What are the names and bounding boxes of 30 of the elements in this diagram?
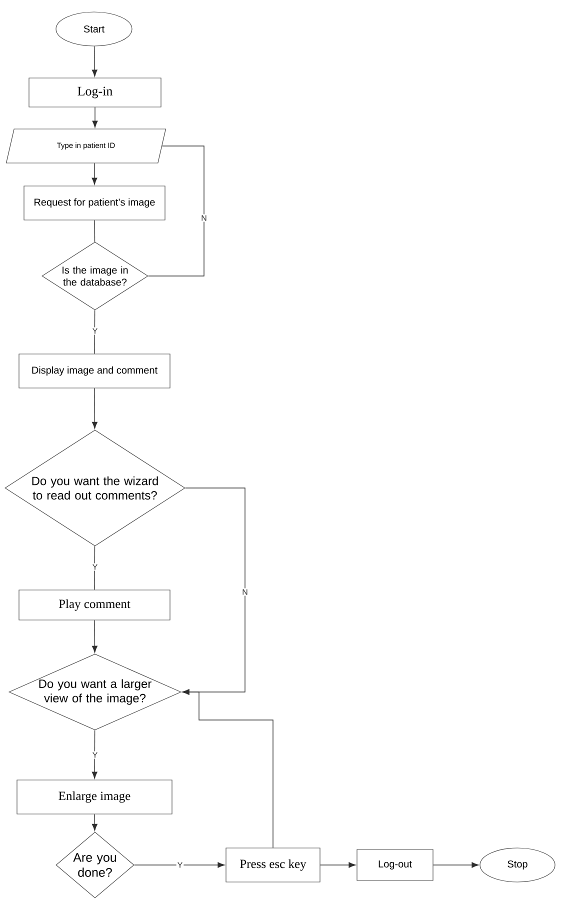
connector-line: [94, 220, 96, 242]
process-box: Enlarge image: [16, 780, 172, 814]
process-box: Log-out: [356, 849, 434, 881]
process-box: Press esc key: [226, 848, 320, 882]
arrow: [92, 388, 98, 429]
process-box: Display image and comment: [18, 354, 170, 388]
edge-label: Y: [176, 861, 184, 869]
arrow: [432, 862, 479, 868]
terminator-oval: Start: [56, 12, 132, 46]
connector-line: [148, 146, 204, 276]
arrow: [134, 862, 225, 868]
arrow: [92, 620, 98, 653]
process-box: Play comment: [18, 590, 170, 620]
arrow: [92, 46, 98, 77]
edge-label: N: [200, 214, 208, 222]
edge-label: Y: [91, 751, 99, 759]
edge-label: N: [241, 588, 249, 596]
arrow: [92, 162, 98, 185]
connector-line: [94, 546, 96, 590]
arrow: [92, 814, 98, 831]
edge-label: Y: [91, 327, 99, 335]
terminator-oval: Stop: [480, 848, 556, 882]
arrow: [92, 730, 98, 779]
process-box: Log-in: [28, 78, 162, 108]
arrow: [92, 106, 98, 128]
process-box: Request for patient’s image: [24, 186, 166, 220]
arrow: [320, 862, 356, 868]
connector-line: [94, 310, 96, 354]
edge-label: Y: [91, 563, 99, 571]
arrow: [182, 689, 274, 848]
